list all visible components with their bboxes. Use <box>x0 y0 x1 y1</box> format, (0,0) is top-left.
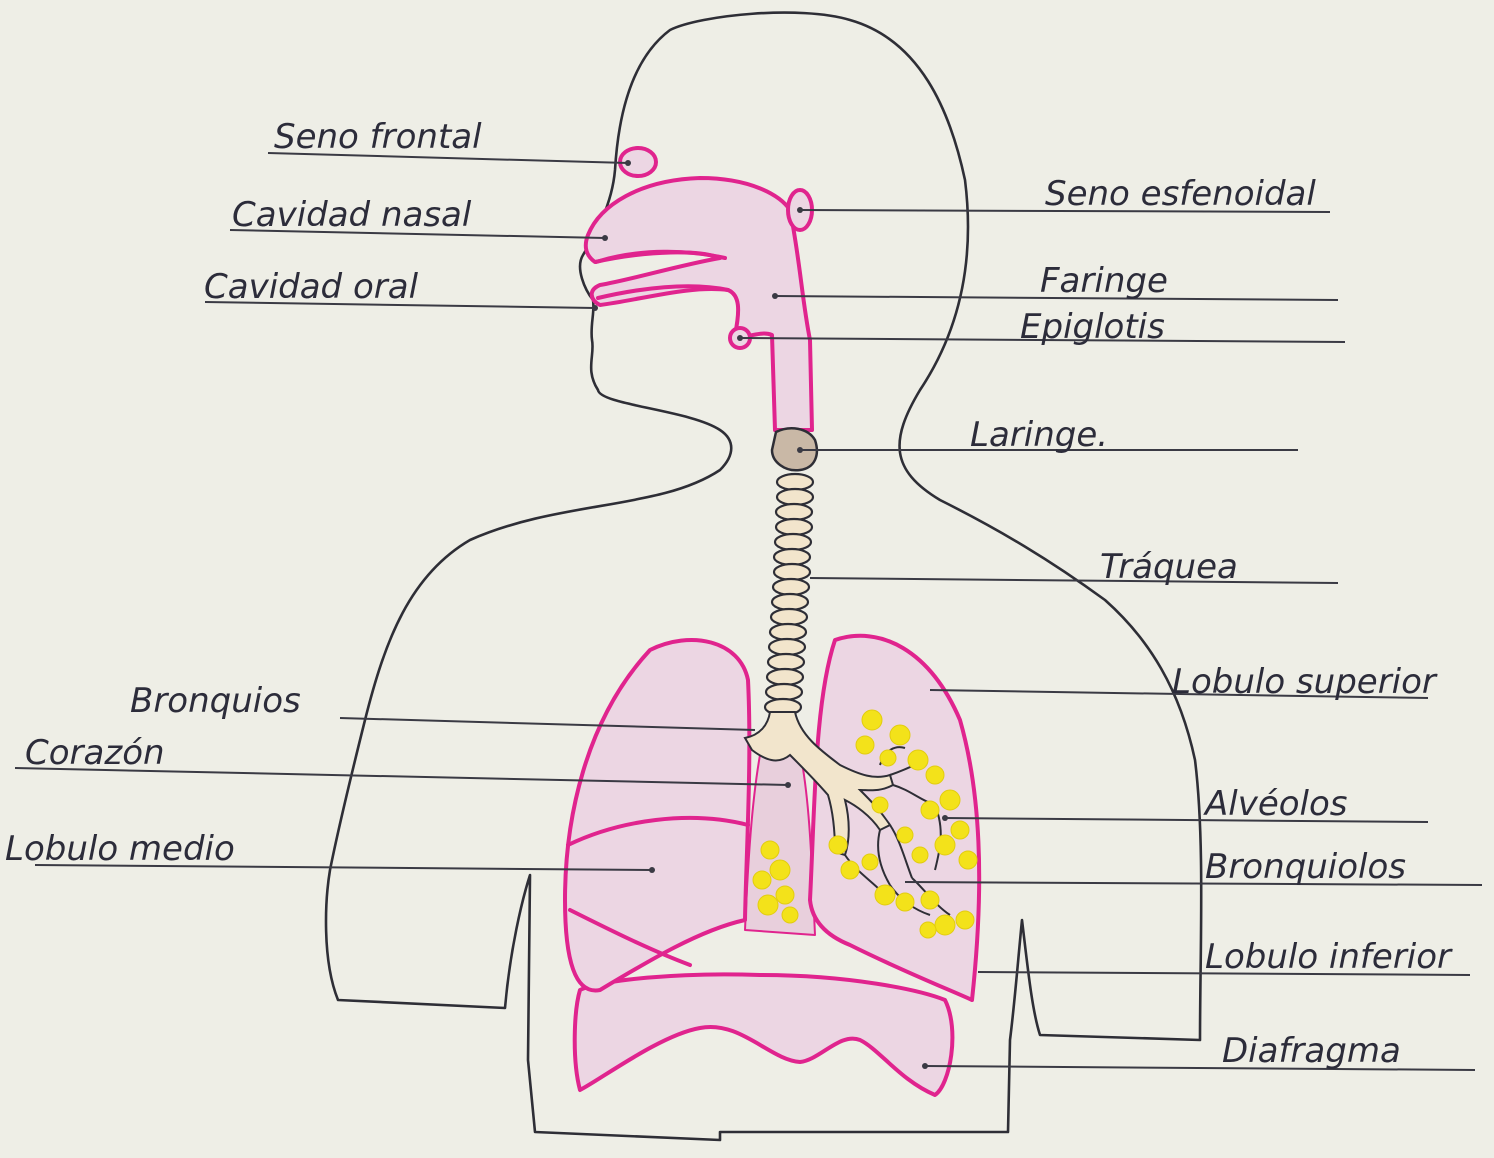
label-bronquios: Bronquios <box>130 681 301 721</box>
label-alveolos: Alvéolos <box>1203 784 1348 824</box>
label-laringe: Laringe. <box>970 415 1108 455</box>
right-lung <box>565 640 749 990</box>
diaphragm <box>575 974 953 1095</box>
label-faringe: Faringe <box>1040 261 1168 301</box>
label-lobulo-superior: Lobulo superior <box>1172 662 1438 702</box>
nasal-oral-cavity <box>586 178 812 430</box>
label-traquea: Tráquea <box>1100 547 1238 587</box>
label-cavidad-oral: Cavidad oral <box>204 267 419 307</box>
label-cavidad-nasal: Cavidad nasal <box>232 195 472 235</box>
label-lobulo-medio: Lobulo medio <box>5 829 235 869</box>
label-seno-frontal: Seno frontal <box>274 117 482 157</box>
label-corazon: Corazón <box>25 733 165 773</box>
label-epiglotis: Epiglotis <box>1020 307 1165 347</box>
label-diafragma: Diafragma <box>1222 1031 1401 1071</box>
trachea <box>765 474 813 715</box>
label-bronquiolos: Bronquiolos <box>1205 847 1406 887</box>
label-seno-esfenoidal: Seno esfenoidal <box>1045 174 1316 214</box>
heart <box>745 752 815 935</box>
label-lobulo-inferior: Lobulo inferior <box>1205 937 1453 977</box>
